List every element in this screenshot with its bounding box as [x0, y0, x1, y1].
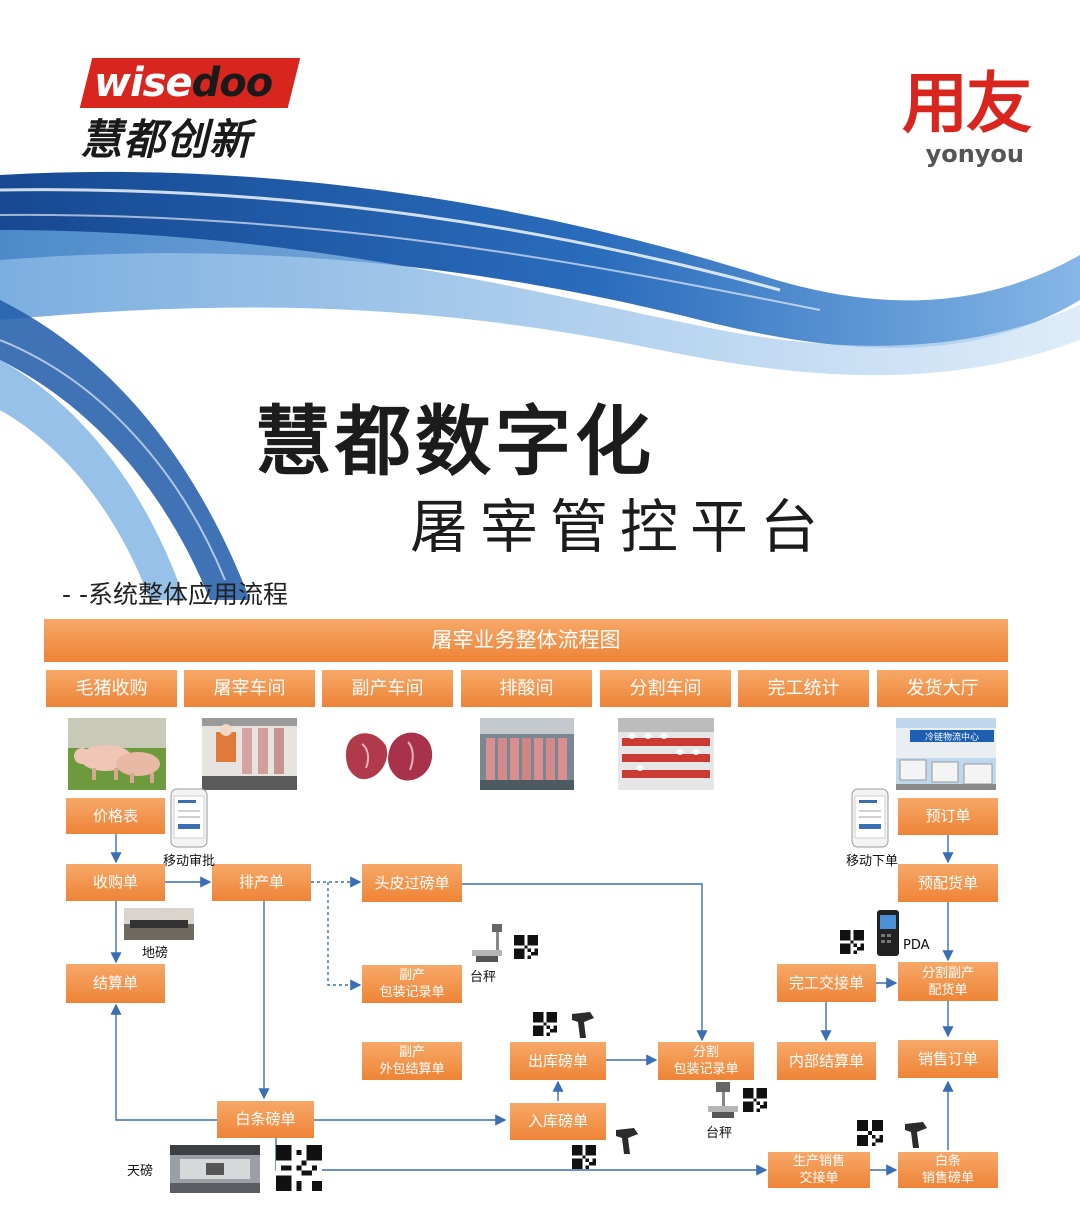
slaughter-line-photo — [202, 718, 297, 790]
label-floor-scale: 地磅 — [142, 946, 169, 961]
column-header-hog-purchase: 毛猪收购 — [46, 670, 177, 707]
node-completion-handover[interactable]: 完工交接单 — [777, 964, 876, 1002]
bench-scale-icon — [708, 1082, 738, 1118]
column-header-shipping: 发货大厅 — [877, 670, 1008, 707]
label-overhead-scale: 天磅 — [127, 1164, 154, 1179]
node-white-strip-sales-weigh[interactable]: 白条销售磅单 — [898, 1152, 998, 1188]
label-bench-scale-2: 台秤 — [706, 1126, 733, 1141]
column-header-cutting: 分割车间 — [600, 670, 731, 707]
qr-code-icon — [857, 1120, 883, 1146]
phone-icon — [170, 788, 208, 848]
byproduct-photo — [340, 718, 437, 790]
node-production-plan[interactable]: 排产单 — [212, 864, 311, 901]
node-internal-settlement[interactable]: 内部结算单 — [777, 1042, 876, 1080]
phone-icon — [851, 788, 889, 848]
qr-code-icon — [276, 1145, 322, 1191]
node-purchase-order[interactable]: 收购单 — [66, 864, 165, 901]
column-header-chill-room: 排酸间 — [461, 670, 592, 707]
wisedoo-logo: wisedoo 慧都创新 — [79, 58, 301, 164]
bench-scale-icon — [472, 924, 502, 962]
barcode-scanner-icon — [616, 1128, 638, 1154]
node-white-strip-weigh[interactable]: 白条磅单 — [217, 1101, 314, 1138]
node-settlement[interactable]: 结算单 — [66, 964, 165, 1003]
node-cut-byproduct-allocation[interactable]: 分割副产配货单 — [898, 962, 998, 1001]
label-pda: PDA — [903, 938, 930, 953]
qr-code-icon — [572, 1145, 596, 1169]
label-mobile-approval: 移动审批 — [163, 854, 216, 869]
node-byproduct-outsource-settlement[interactable]: 副产外包结算单 — [362, 1042, 462, 1080]
main-title: 慧都数字化 — [255, 397, 655, 486]
column-header-completion: 完工统计 — [738, 670, 869, 707]
label-mobile-order: 移动下单 — [846, 854, 899, 869]
node-byproduct-pack-record[interactable]: 副产包装记录单 — [362, 965, 462, 1003]
qr-code-icon — [743, 1088, 767, 1112]
overhead-scale-icon — [170, 1145, 260, 1193]
svg-text:冷链物流中心: 冷链物流中心 — [925, 731, 979, 743]
column-header-byproduct: 副产车间 — [322, 670, 453, 707]
barcode-scanner-icon — [572, 1012, 594, 1038]
node-outbound-weigh[interactable]: 出库磅单 — [510, 1042, 606, 1080]
label-bench-scale-1: 台秤 — [470, 970, 497, 985]
node-price-list[interactable]: 价格表 — [66, 798, 165, 834]
section-title: - -系统整体应用流程 — [62, 580, 288, 609]
yonyou-logo: 用友 yonyou — [902, 65, 1032, 169]
pda-icon — [877, 910, 899, 956]
flow-banner: 屠宰业务整体流程图 — [44, 619, 1008, 662]
node-sales-order[interactable]: 销售订单 — [898, 1040, 998, 1078]
wisedoo-logo-cn: 慧都创新 — [80, 115, 253, 164]
logistics-center-photo: 冷链物流中心 — [896, 718, 996, 790]
barcode-scanner-icon — [905, 1122, 927, 1148]
node-pre-allocation[interactable]: 预配货单 — [898, 864, 998, 902]
qr-code-icon — [533, 1012, 557, 1036]
qr-code-icon — [514, 935, 538, 959]
node-reservation[interactable]: 预订单 — [898, 798, 998, 835]
column-header-slaughter: 屠宰车间 — [184, 670, 315, 707]
node-cutting-pack-record[interactable]: 分割包装记录单 — [658, 1042, 754, 1080]
pigs-photo — [68, 718, 166, 790]
node-head-skin-weigh[interactable]: 头皮过磅单 — [362, 864, 462, 902]
sub-title: 屠宰管控平台 — [410, 493, 831, 561]
node-inbound-weigh[interactable]: 入库磅单 — [510, 1103, 606, 1140]
qr-code-icon — [840, 930, 864, 954]
floor-scale-icon — [124, 908, 194, 940]
chill-room-photo — [480, 718, 574, 790]
cutting-floor-photo — [618, 718, 714, 790]
node-production-sales-handover[interactable]: 生产销售交接单 — [768, 1152, 870, 1188]
